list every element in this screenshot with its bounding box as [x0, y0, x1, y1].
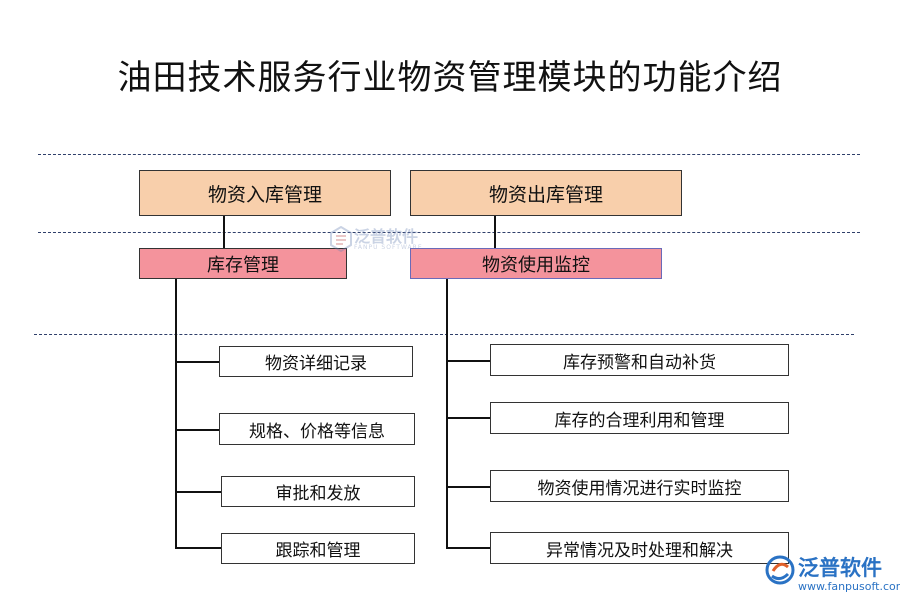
watermark-center-sub: FANPU SOFTWARE	[354, 244, 423, 251]
left-item-1: 物资详细记录	[219, 346, 413, 377]
brand-logo-icon	[765, 555, 795, 585]
inbound-management-label: 物资入库管理	[207, 183, 322, 206]
right-item-4: 异常情况及时处理和解决	[490, 532, 789, 564]
trunk-left	[175, 279, 177, 549]
inventory-management-label: 库存管理	[207, 254, 279, 276]
branch-right-3	[446, 486, 490, 488]
branch-right-2	[446, 417, 490, 419]
brand-url: www.fanpusoft.com	[798, 580, 900, 593]
connector-outbound-monitor	[494, 216, 496, 248]
branch-left-2	[175, 429, 219, 431]
left-item-2: 规格、价格等信息	[219, 413, 415, 445]
left-item-4: 跟踪和管理	[221, 533, 415, 564]
separator-top	[38, 154, 860, 155]
branch-left-3	[175, 491, 221, 493]
branch-left-4	[175, 547, 221, 549]
right-item-2: 库存的合理利用和管理	[490, 402, 789, 434]
right-item-4-label: 异常情况及时处理和解决	[546, 540, 733, 561]
separator-bottom	[34, 334, 854, 335]
usage-monitoring-label: 物资使用监控	[482, 254, 590, 276]
watermark-center-text: 泛普软件	[354, 227, 419, 246]
watermark-center: 泛普软件 FANPU SOFTWARE	[330, 222, 440, 258]
connector-inbound-inventory	[223, 216, 225, 248]
outbound-management-label: 物资出库管理	[488, 183, 603, 206]
watermark-logo-icon	[330, 226, 352, 252]
inventory-management-box: 库存管理	[139, 248, 347, 279]
page-title: 油田技术服务行业物资管理模块的功能介绍	[117, 58, 783, 98]
right-item-2-label: 库存的合理利用和管理	[554, 410, 725, 431]
trunk-right	[446, 279, 448, 549]
right-item-1-label: 库存预警和自动补货	[563, 352, 716, 373]
left-item-2-label: 规格、价格等信息	[249, 421, 385, 442]
usage-monitoring-box: 物资使用监控	[410, 248, 662, 279]
left-item-3-label: 审批和发放	[275, 484, 361, 504]
right-item-3: 物资使用情况进行实时监控	[490, 470, 789, 502]
branch-right-1	[446, 360, 490, 362]
left-item-1-label: 物资详细记录	[265, 354, 367, 374]
outbound-management-box: 物资出库管理	[410, 170, 682, 216]
branch-right-4	[446, 547, 490, 549]
branch-left-1	[175, 361, 219, 363]
left-item-3: 审批和发放	[221, 476, 415, 507]
separator-middle	[38, 232, 860, 233]
brand-name: 泛普软件	[798, 556, 882, 580]
brand-watermark: 泛普软件 www.fanpusoft.com	[764, 550, 900, 596]
left-item-4-label: 跟踪和管理	[275, 541, 361, 561]
inbound-management-box: 物资入库管理	[139, 170, 391, 216]
right-item-1: 库存预警和自动补货	[490, 344, 789, 376]
right-item-3-label: 物资使用情况进行实时监控	[537, 478, 742, 499]
